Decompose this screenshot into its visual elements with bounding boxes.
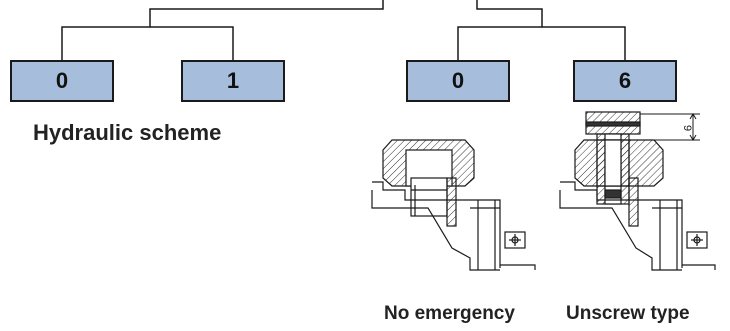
code-box-right-6: 6 (573, 60, 677, 102)
connector-left-1 (150, 26, 234, 60)
tree-connectors (61, 0, 626, 60)
code-box-left-1: 1 (181, 60, 285, 102)
unscrew-type-valve-drawing (559, 111, 716, 271)
no-emergency-label: No emergency (384, 303, 515, 324)
code-value: 0 (55, 68, 69, 93)
no-emergency-valve-drawing (371, 139, 536, 271)
unscrew-type-label: Unscrew type (566, 303, 690, 324)
dimension-label: 9 (681, 125, 693, 131)
code-box-right-0: 0 (406, 60, 510, 102)
connector-left-0 (61, 0, 384, 60)
code-box-left-0: 0 (10, 60, 114, 102)
connector-right-6 (542, 26, 626, 60)
hydraulic-scheme-label: Hydraulic scheme (33, 120, 222, 145)
connector-right-0 (457, 0, 543, 60)
code-value: 1 (226, 68, 240, 93)
code-value: 0 (451, 68, 465, 93)
code-value: 6 (618, 68, 632, 93)
